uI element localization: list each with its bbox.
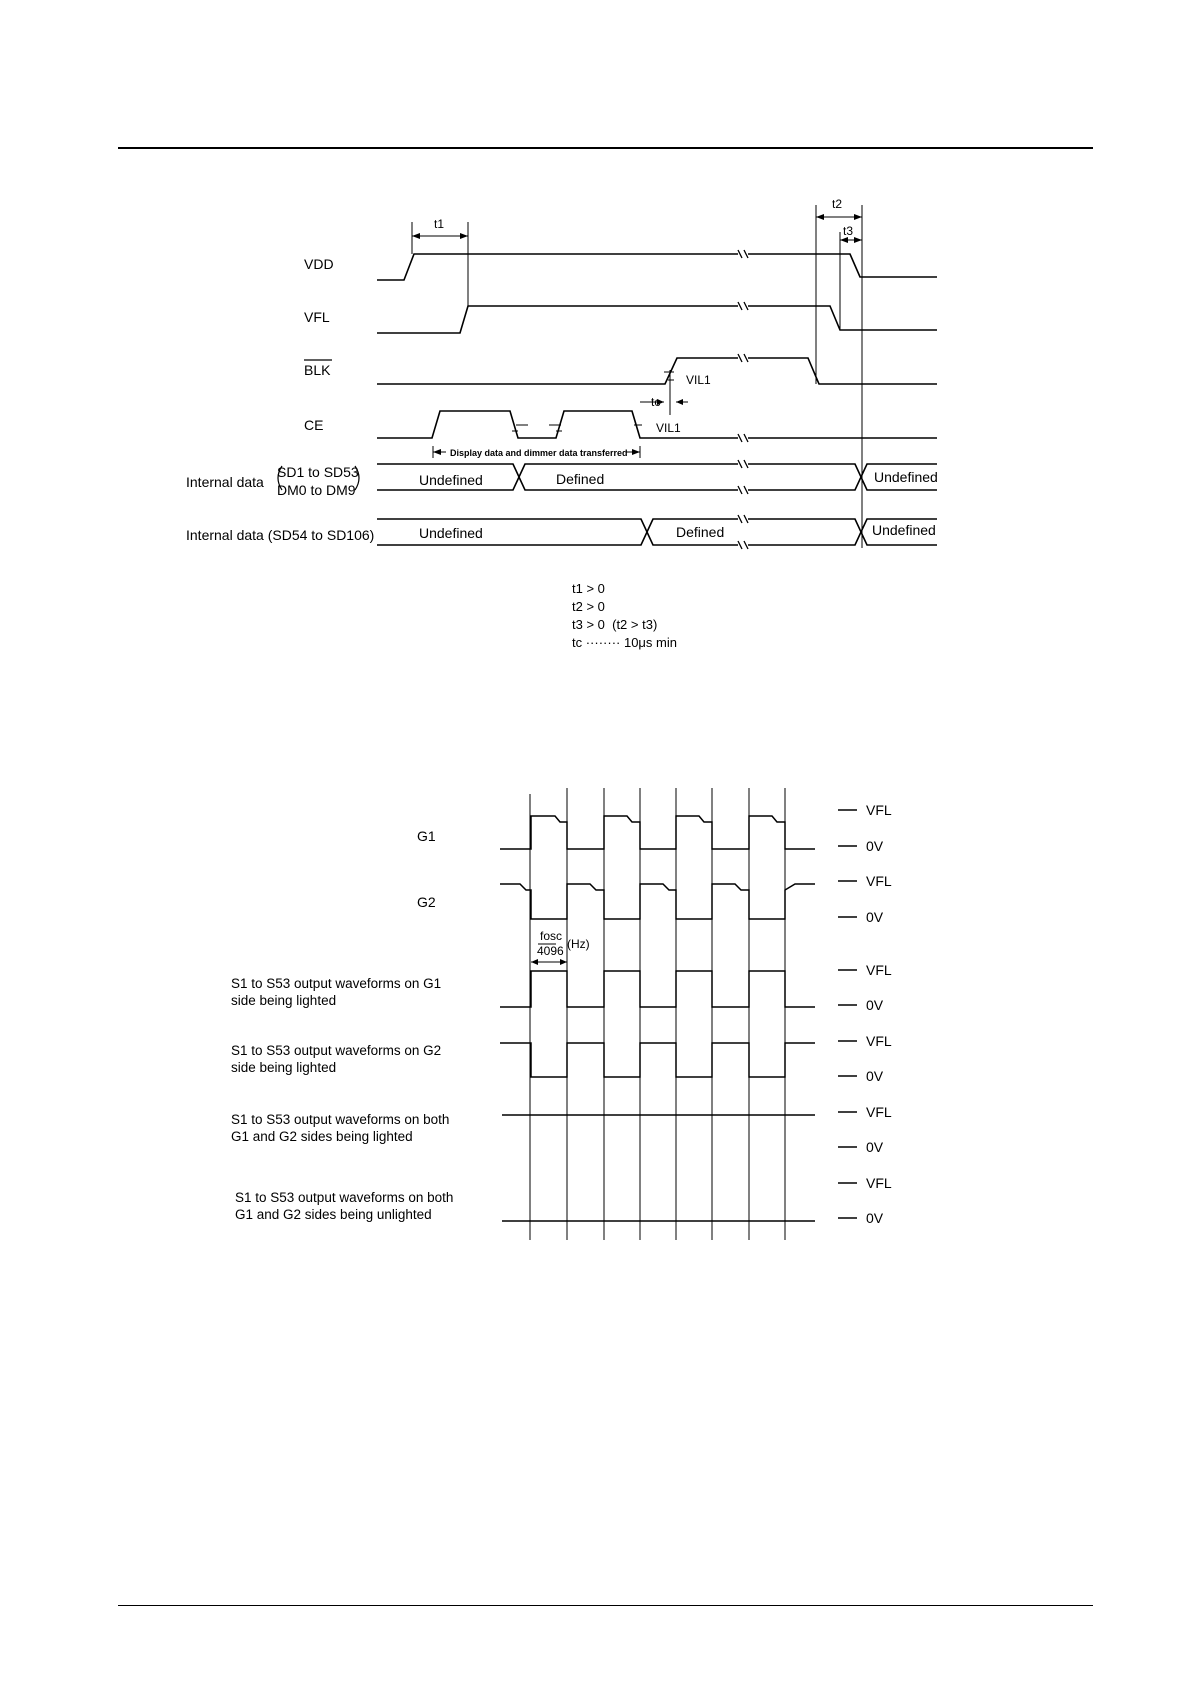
g1-label: G1 (417, 828, 436, 844)
condition-t3: t3 > 0 (t2 > t3) (572, 617, 658, 632)
internal-data-label: Internal data (186, 474, 264, 490)
timing-conditions: t1 > 0 t2 > 0 t3 > 0 (t2 > t3) tc ······… (572, 580, 677, 652)
tc-label: tc (651, 395, 660, 409)
vil1-label-blk: VIL1 (686, 373, 711, 387)
condition-tc: tc ········ 10μs min (572, 635, 677, 650)
vfl-label: VFL (304, 309, 330, 325)
internal-data-bus-1 (377, 463, 937, 491)
row4-vfl-label: VFL (866, 1175, 892, 1191)
freq-unit: (Hz) (567, 937, 590, 951)
g1-waveform (500, 815, 815, 850)
condition-t2: t2 > 0 (572, 599, 605, 614)
g2-lighted-waveform (500, 1042, 815, 1078)
row3-vfl-label: VFL (866, 1104, 892, 1120)
bus1-line1: SD1 to SD53 (277, 464, 359, 480)
g1-lighted-waveform (500, 970, 815, 1008)
bus2-undefined: Undefined (419, 525, 483, 541)
row1-0v-label: 0V (866, 997, 884, 1013)
g2-vfl-label: VFL (866, 873, 892, 889)
row2-0v-label: 0V (866, 1068, 884, 1084)
t2-label: t2 (832, 197, 842, 211)
g1-0v-label: 0V (866, 838, 884, 854)
row1-vfl-label: VFL (866, 962, 892, 978)
row-label-both-unlighted: S1 to S53 output waveforms on both G1 an… (235, 1190, 454, 1222)
ce-label: CE (304, 417, 323, 433)
grid-ticks (529, 788, 786, 1240)
bus2-undefined-end: Undefined (872, 522, 936, 538)
bus2-defined: Defined (676, 524, 724, 540)
row-label-g1-lighted: S1 to S53 output waveforms on G1 side be… (231, 976, 442, 1008)
vil1-label-ce: VIL1 (656, 421, 681, 435)
condition-t1: t1 > 0 (572, 581, 605, 596)
row-label-both-lighted: S1 to S53 output waveforms on both G1 an… (231, 1112, 450, 1144)
row3-0v-label: 0V (866, 1139, 884, 1155)
freq-numerator: fosc (540, 929, 562, 943)
row4-0v-label: 0V (866, 1210, 884, 1226)
footer-rule (118, 1605, 1093, 1606)
g1-vfl-label: VFL (866, 802, 892, 818)
bus2-label: Internal data (SD54 to SD106) (186, 527, 374, 543)
vdd-label: VDD (304, 256, 334, 272)
row2-vfl-label: VFL (866, 1033, 892, 1049)
g2-0v-label: 0V (866, 909, 884, 925)
t1-label: t1 (434, 217, 444, 231)
header-rule (118, 147, 1093, 149)
break-marks (737, 249, 749, 550)
transfer-note: Display data and dimmer data transferred (450, 448, 628, 458)
internal-data-bus-2 (377, 518, 937, 546)
bus1-undefined-end: Undefined (874, 469, 938, 485)
blk-waveform (377, 357, 738, 385)
row-label-g2-lighted: S1 to S53 output waveforms on G2 side be… (231, 1043, 442, 1075)
bus1-line2: DM0 to DM9 (277, 482, 356, 498)
freq-denominator: 4096 (537, 944, 564, 958)
vdd-waveform (377, 253, 738, 281)
bus1-undefined: Undefined (419, 472, 483, 488)
bus1-defined: Defined (556, 471, 604, 487)
blk-label: BLK (304, 362, 331, 378)
g2-label: G2 (417, 894, 436, 910)
g2-waveform (500, 883, 815, 920)
vfl-waveform (377, 305, 738, 334)
t3-label: t3 (843, 224, 853, 238)
